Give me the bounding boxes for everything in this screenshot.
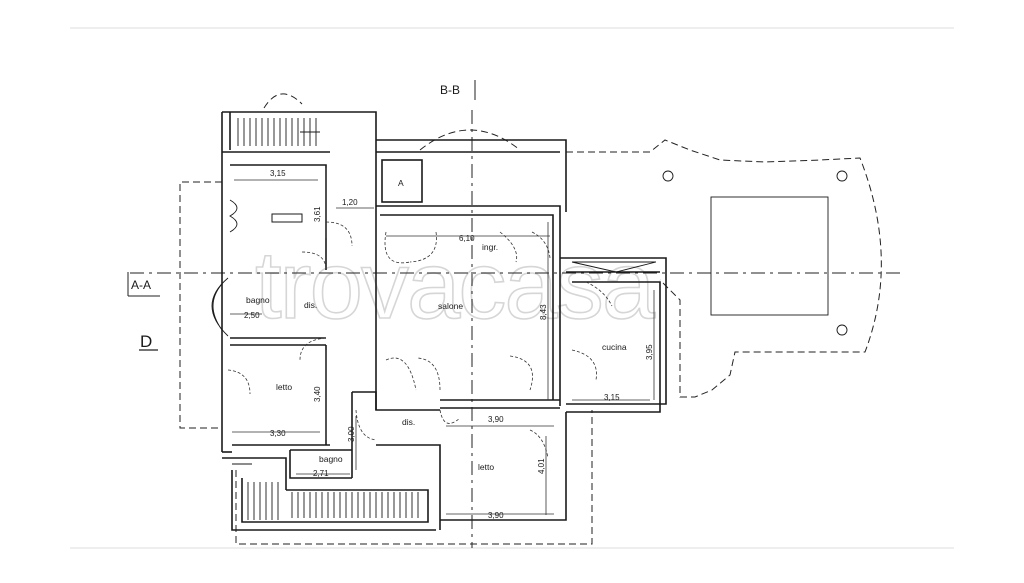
room-label-dis: dis. <box>304 300 317 310</box>
room-label-cucina: cucina <box>602 342 627 352</box>
right-terrace <box>566 139 882 398</box>
wardrobe-top <box>229 199 238 233</box>
dim-6-10: 6,10 <box>459 234 475 243</box>
room-label-letto-south: letto <box>478 462 494 472</box>
terrace-planter <box>710 196 829 316</box>
bathroom-sink <box>271 213 303 223</box>
stairs-bottom <box>232 463 419 520</box>
bathroom-bay <box>211 277 229 337</box>
dimension-lines <box>230 168 655 515</box>
kitchen-balcony-railing <box>571 261 657 273</box>
room-label-salone: salone <box>438 301 463 311</box>
dim-3-40: 3,40 <box>313 386 322 402</box>
dim-2-50: 2,50 <box>244 311 260 320</box>
dim-1-20: 1,20 <box>342 198 358 207</box>
dim-3-15-top: 3,15 <box>270 169 286 178</box>
entry-arch <box>263 93 303 109</box>
exterior-walls <box>221 111 667 531</box>
doors <box>227 221 613 459</box>
dim-3-61: 3,61 <box>313 206 322 222</box>
room-label-bagno-south: bagno <box>319 454 343 464</box>
watermark: trovacasa <box>255 232 656 339</box>
storage-a-label: A <box>398 178 404 188</box>
dim-3-00: 3,00 <box>347 426 356 442</box>
dim-4-01: 4,01 <box>537 458 546 474</box>
left-terrace-outline <box>179 181 222 429</box>
dim-3-95: 3,95 <box>645 344 654 360</box>
storage-a-box <box>381 159 423 203</box>
room-label-letto-west: letto <box>276 382 292 392</box>
dim-2-71: 2,71 <box>313 469 329 478</box>
section-label-aa: A-A <box>131 278 151 292</box>
stairs-top <box>237 118 320 146</box>
dim-3-30: 3,30 <box>270 429 286 438</box>
dim-8-43: 8,43 <box>539 304 548 320</box>
room-label-dis-south: dis. <box>402 417 415 427</box>
porch-arch <box>419 129 521 151</box>
dim-3-90-bottom: 3,90 <box>488 511 504 520</box>
lower-boundary <box>235 410 593 545</box>
room-label-ingresso: ingr. <box>482 242 498 252</box>
section-label-d: D <box>140 332 152 351</box>
section-label-bb: B-B <box>440 83 460 97</box>
dim-3-90-mid: 3,90 <box>488 415 504 424</box>
room-label-bagno: bagno <box>246 295 270 305</box>
dim-3-15-kitchen: 3,15 <box>604 393 620 402</box>
